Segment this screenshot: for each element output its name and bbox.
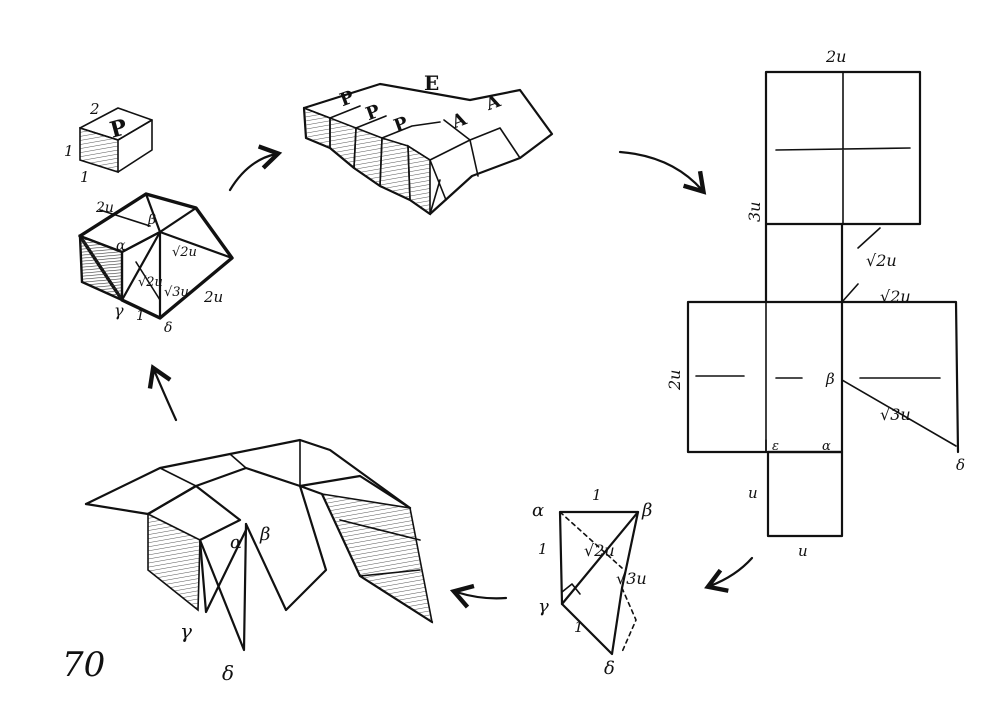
row-face-1: P [337,87,357,112]
small-box-side-label: 1 [64,142,74,160]
tent-beta-label: β [147,212,156,228]
tent-root2-label: √2u [138,275,163,290]
small-box-bottom-label: 1 [80,168,90,186]
net-top-width-label: 2u [825,47,846,66]
row-face-2: P [363,101,383,126]
arrow-triangle-to-roof [449,583,508,609]
triangle-root2-label: √2u [584,541,615,560]
arrow-net-to-triangle [704,556,754,593]
triangle-diagram-figure: α 1 β 1 √2u √3u γ 1 δ [532,486,652,679]
unfolded-net-figure: 2u 3u √2u √2u 2u β √3u δ ε α u u [665,47,965,560]
tent-top-edge-label: 2u [95,200,114,216]
triangle-bottom-label: 1 [574,618,584,636]
net-top-height-label: 3u [745,202,764,222]
roof-gamma-label: γ [180,619,192,643]
net-epsilon-label: ε [772,439,779,454]
arrow-roof-to-tent [147,364,178,422]
blank-area [296,228,648,428]
row-face-4: A [448,108,470,133]
net-root2-upper-label: √2u [866,251,897,270]
roof-alpha-label: α [230,532,242,553]
prism-row-figure: E P P P A A [302,71,554,216]
triangle-gamma-label: γ [538,596,549,617]
small-box-top-label: 2 [89,100,100,118]
triangle-delta-label: δ [604,658,615,679]
tent-root3-label: √3u [164,285,189,300]
arrow-row-to-net [618,150,707,195]
arrow-tent-to-row [228,144,283,192]
roof-model-figure: α β γ δ [84,438,434,685]
net-root2-right-label: √2u [880,287,911,306]
triangle-beta-label: β [641,500,652,521]
net-delta-label: δ [956,456,965,474]
net-small-height-label: u [748,484,758,502]
small-box-face-letter: P [107,114,130,143]
triangle-root3-label: √3u [616,569,647,588]
net-small-width-label: u [798,542,808,560]
roof-delta-label: δ [222,661,234,685]
page-number: 70 [62,645,105,685]
tent-bottom-edge-label: 1 [136,308,145,324]
tent-alpha-label: α [116,238,126,254]
net-left-height-label: 2u [665,370,684,391]
tent-root2-side-label: √2u [172,245,197,260]
tent-gamma-label: γ [114,301,124,320]
triangle-alpha-label: α [532,500,544,521]
net-alpha-label: α [822,439,831,454]
tent-model-figure: 2u β α √2u √3u √2u 2u γ 1 δ [78,192,234,336]
net-beta-label: β [825,370,835,388]
small-box-figure: 2 1 1 P [64,100,153,186]
tent-right-edge-label: 2u [203,288,223,306]
triangle-top-label: 1 [592,486,602,504]
tent-delta-label: δ [164,320,172,336]
roof-beta-label: β [259,524,270,545]
net-root3-label: √3u [880,405,911,424]
row-title: E [424,71,439,95]
triangle-left-label: 1 [538,540,548,558]
